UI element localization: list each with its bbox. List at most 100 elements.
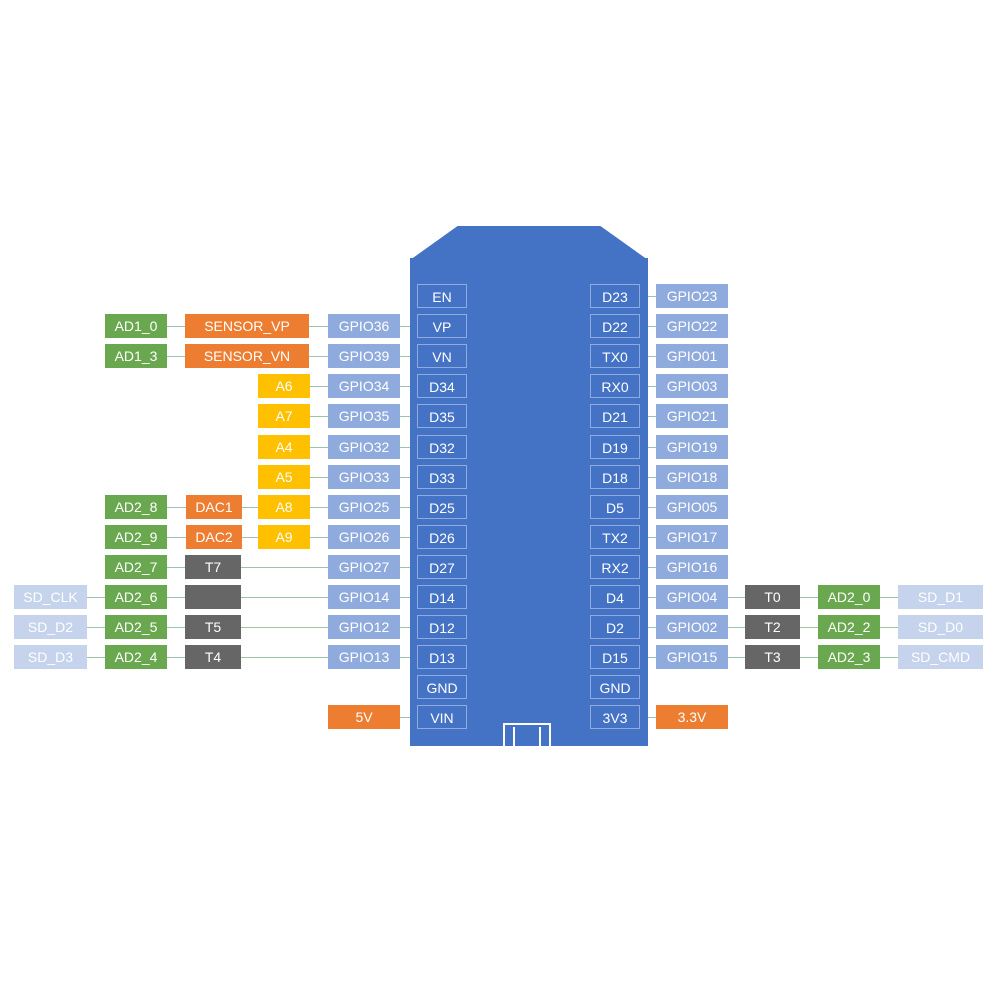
right-connector-line xyxy=(880,627,898,629)
right-gpio-label: GPIO19 xyxy=(656,434,728,459)
left-connector-line xyxy=(167,627,185,629)
left-connector-line xyxy=(400,356,417,358)
left-gpio-label: GPIO12 xyxy=(328,615,400,640)
left-analog-label: A5 xyxy=(258,464,310,489)
left-gpio-label: GPIO36 xyxy=(328,314,400,339)
left-sd-label: SD_D2 xyxy=(14,615,87,640)
left-connector-line xyxy=(167,536,186,538)
right-gpio-label: GPIO15 xyxy=(656,645,728,670)
left-gpio-label: GPIO35 xyxy=(328,404,400,429)
right-connector-line xyxy=(800,597,818,598)
left-special-label: DAC2 xyxy=(186,524,242,549)
right-connector-line xyxy=(880,657,898,659)
left-adc-label: AD2_4 xyxy=(105,645,167,670)
left-connector-line xyxy=(241,597,328,598)
left-connector-line xyxy=(241,657,328,659)
right-adc-label: AD2_2 xyxy=(818,615,880,640)
right-gpio-label: GPIO22 xyxy=(656,314,728,339)
left-connector-line xyxy=(400,326,417,328)
right-pin-label: 3V3 xyxy=(590,705,640,730)
left-connector-line xyxy=(400,717,417,719)
left-special-label: DAC1 xyxy=(186,494,242,519)
left-connector-line xyxy=(242,506,258,508)
right-pin-label: RX2 xyxy=(590,554,640,579)
left-connector-line xyxy=(310,536,328,538)
left-adc-label: AD2_5 xyxy=(105,615,167,640)
left-connector-line xyxy=(400,446,417,448)
right-pin-label: D15 xyxy=(590,645,640,670)
left-sd-label: SD_CLK xyxy=(14,585,87,609)
left-pin-label: D32 xyxy=(417,434,467,459)
left-connector-line xyxy=(400,536,417,538)
right-connector-line xyxy=(800,627,818,629)
left-connector-line xyxy=(400,627,417,629)
right-connector-line xyxy=(880,597,898,598)
right-connector-line xyxy=(640,446,656,448)
left-pin-label: D33 xyxy=(417,464,467,489)
left-adc-label: AD1_0 xyxy=(105,314,167,339)
left-pin-label: D14 xyxy=(417,585,467,609)
right-gpio-label: GPIO05 xyxy=(656,494,728,519)
right-connector-line xyxy=(640,386,656,388)
left-analog-label: A7 xyxy=(258,404,310,429)
right-gpio-label: GPIO23 xyxy=(656,284,728,308)
left-pin-label: VP xyxy=(417,314,467,339)
left-pin-label: D12 xyxy=(417,615,467,640)
right-pin-label: TX2 xyxy=(590,524,640,549)
right-connector-line xyxy=(640,657,656,659)
left-analog-label: A4 xyxy=(258,434,310,459)
left-connector-line xyxy=(400,386,417,388)
left-adc-label: AD2_7 xyxy=(105,554,167,579)
left-connector-line xyxy=(400,416,417,418)
right-pin-label: D22 xyxy=(590,314,640,339)
left-connector-line xyxy=(400,657,417,659)
left-connector-line xyxy=(400,597,417,598)
left-connector-line xyxy=(167,657,185,659)
left-adc-label: AD1_3 xyxy=(105,344,167,369)
left-analog-label: A6 xyxy=(258,374,310,399)
right-connector-line xyxy=(728,597,745,598)
left-connector-line xyxy=(310,446,328,448)
right-connector-line xyxy=(800,657,818,659)
left-pin-label: VIN xyxy=(417,705,467,730)
left-adc-label: AD2_6 xyxy=(105,585,167,609)
right-pin-label: D18 xyxy=(590,464,640,489)
left-pin-label: VN xyxy=(417,344,467,369)
left-connector-line xyxy=(310,386,328,388)
left-gpio-label: GPIO39 xyxy=(328,344,400,369)
right-power-label: 3.3V xyxy=(656,705,728,730)
left-gpio-label: GPIO13 xyxy=(328,645,400,670)
left-connector-line xyxy=(241,566,328,568)
right-sd-label: SD_D1 xyxy=(898,585,983,609)
left-connector-line xyxy=(310,506,328,508)
right-pin-label: D23 xyxy=(590,284,640,308)
right-connector-line xyxy=(728,627,745,629)
right-connector-line xyxy=(728,657,745,659)
left-analog-label: A9 xyxy=(258,524,310,549)
left-special-label: SENSOR_VP xyxy=(185,314,309,339)
left-touch-label: T7 xyxy=(185,554,241,579)
right-adc-label: AD2_3 xyxy=(818,645,880,670)
left-analog-label: A8 xyxy=(258,494,310,519)
right-pin-label: D21 xyxy=(590,404,640,429)
left-connector-line xyxy=(87,597,105,598)
left-connector-line xyxy=(87,627,105,629)
right-touch-label: T2 xyxy=(745,615,800,640)
right-connector-line xyxy=(640,536,656,538)
right-connector-line xyxy=(640,506,656,508)
right-pin-label: TX0 xyxy=(590,344,640,369)
left-connector-line xyxy=(310,476,328,478)
usb-connector-icon xyxy=(503,723,551,751)
right-gpio-label: GPIO03 xyxy=(656,374,728,399)
right-connector-line xyxy=(640,566,656,568)
right-pin-label: RX0 xyxy=(590,374,640,399)
left-pin-label: GND xyxy=(417,675,467,700)
right-gpio-label: GPIO04 xyxy=(656,585,728,609)
right-connector-line xyxy=(640,597,656,598)
left-gpio-label: GPIO32 xyxy=(328,434,400,459)
right-pin-label: GND xyxy=(590,675,640,700)
left-pin-label: D25 xyxy=(417,494,467,519)
left-connector-line xyxy=(241,627,328,629)
left-connector-line xyxy=(242,536,258,538)
